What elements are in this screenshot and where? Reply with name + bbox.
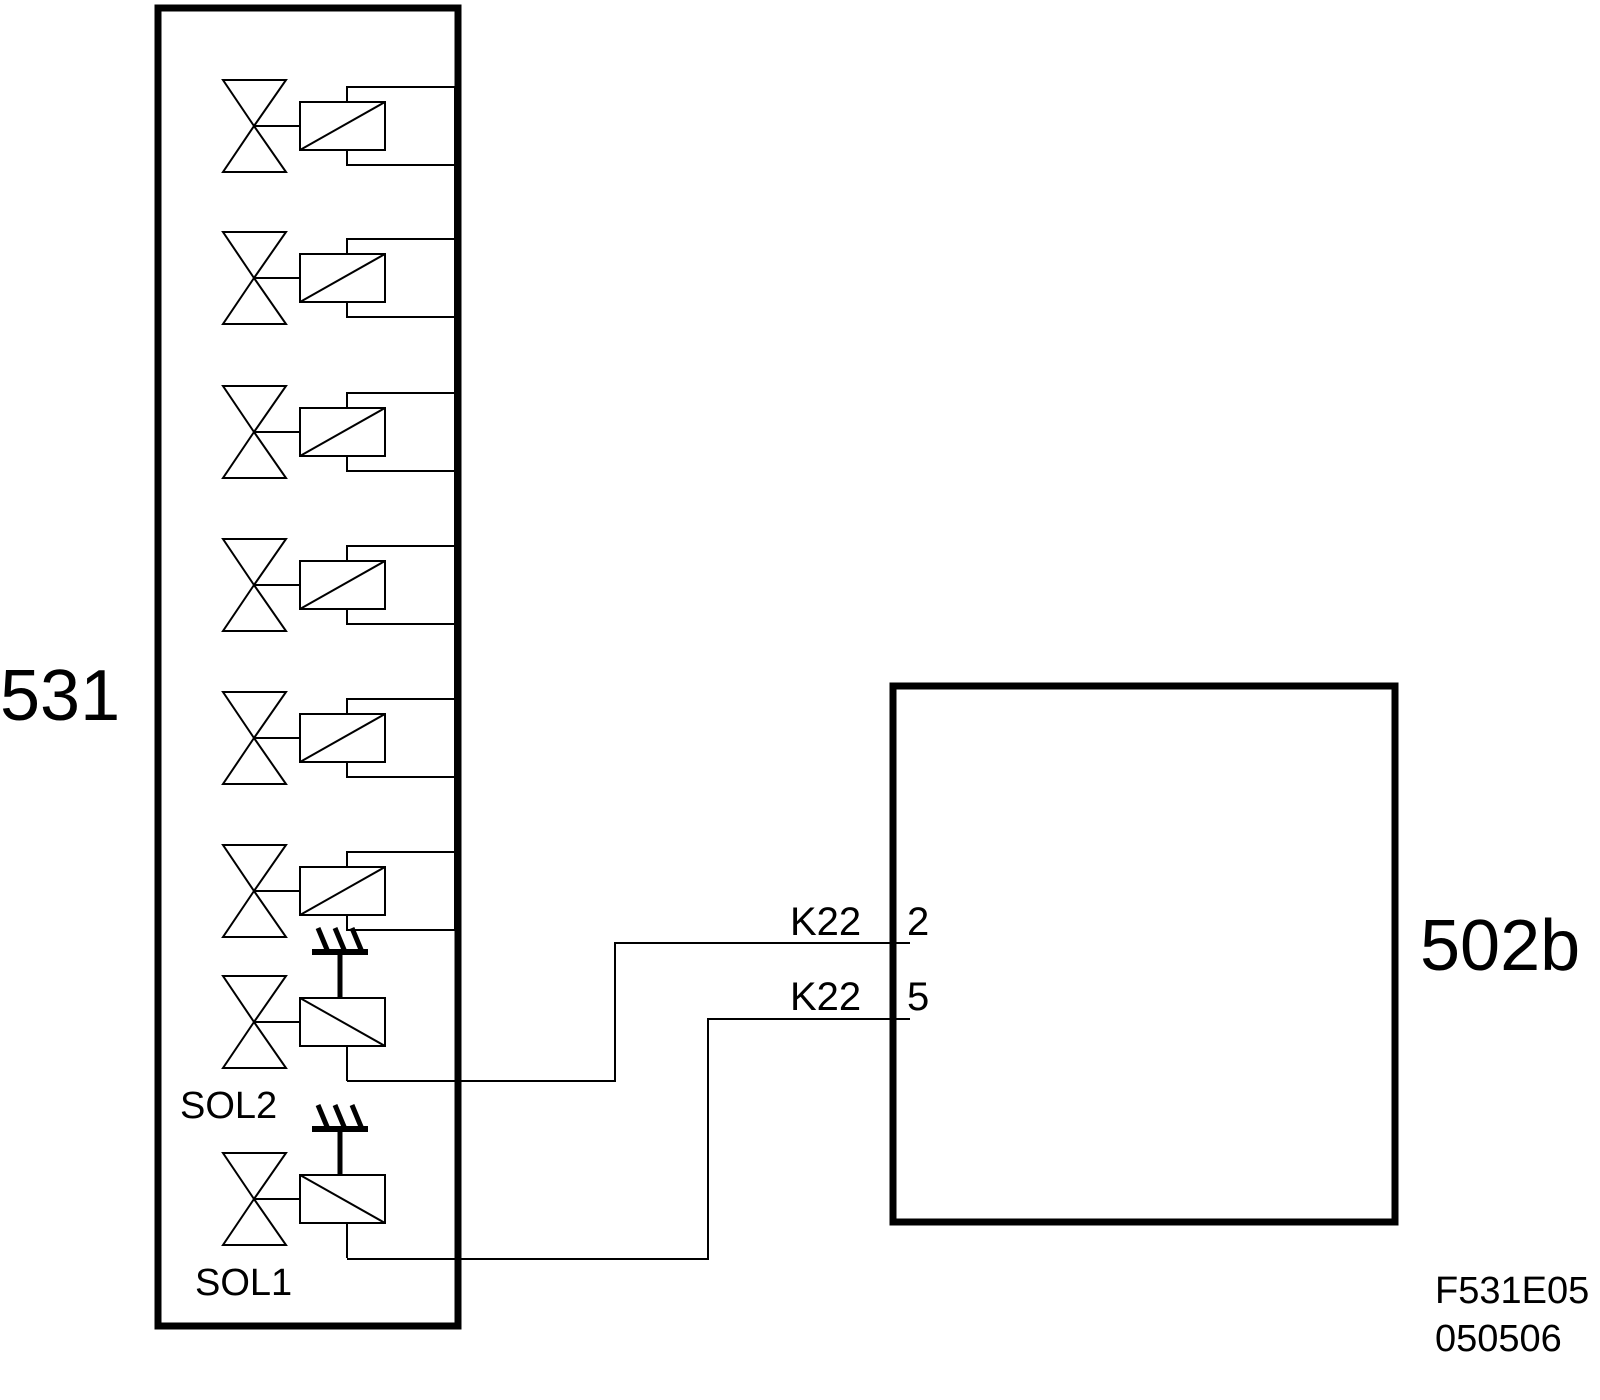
- module-531-housing: [154, 4, 462, 1330]
- solenoid-coil-icon: [299, 866, 386, 916]
- solenoid-valve-6: [221, 844, 455, 938]
- ground-tine-icon: [332, 1104, 348, 1130]
- coil-lead-top: [346, 392, 455, 408]
- solenoid-valve-2: [221, 231, 455, 325]
- coil-lead-bottom: [346, 150, 455, 166]
- module-531-label: 531: [0, 656, 120, 736]
- solenoid-valve-8: [221, 1104, 386, 1258]
- coil-diagonal: [299, 101, 386, 151]
- pin-label-5: 5: [907, 975, 929, 1019]
- figure-code-line1: F531E05: [1435, 1270, 1589, 1312]
- solenoid-valve-3: [221, 385, 455, 479]
- coil-lead-top: [346, 851, 455, 867]
- module-502b-housing: [889, 682, 1399, 1226]
- coil-diagonal: [299, 1174, 386, 1224]
- wire-sol2-k22-pin2: [347, 942, 910, 1082]
- figure-code-line2: 050506: [1435, 1318, 1562, 1360]
- coil-lead-bottom: [346, 609, 455, 625]
- coil-diagonal: [299, 866, 386, 916]
- ground-tine-icon: [332, 927, 348, 953]
- ground-tine-icon: [349, 927, 365, 953]
- solenoid-valve-7: [221, 927, 386, 1081]
- solenoid-valve-1: [221, 79, 455, 173]
- ground-tine-icon: [349, 1104, 365, 1130]
- coil-lead-bottom: [346, 915, 455, 931]
- solenoid-valve-4: [221, 538, 455, 632]
- coil-lead-bottom: [346, 456, 455, 472]
- solenoid-coil-icon: [299, 560, 386, 610]
- module-502b-label: 502b: [1420, 906, 1580, 986]
- coil-lead-top: [346, 86, 455, 102]
- wire-sol1-k22-pin5: [347, 1018, 910, 1260]
- ground-tine-icon: [315, 1104, 331, 1130]
- solenoid-valve-5: [221, 691, 455, 785]
- coil-lead-top: [346, 698, 455, 714]
- solenoid-coil-icon: [299, 253, 386, 303]
- connector-label-k22-b: K22: [790, 975, 861, 1019]
- coil-lead-top: [346, 545, 455, 561]
- pin-label-2: 2: [907, 900, 929, 944]
- coil-lead-bottom: [346, 302, 455, 318]
- solenoid-label-sol1: SOL1: [195, 1262, 292, 1304]
- solenoid-coil-icon: [299, 713, 386, 763]
- coil-lead-bottom: [346, 762, 455, 778]
- coil-diagonal: [299, 997, 386, 1047]
- coil-diagonal: [299, 560, 386, 610]
- solenoid-label-sol2: SOL2: [180, 1085, 277, 1127]
- solenoid-coil-icon: [299, 101, 386, 151]
- coil-diagonal: [299, 253, 386, 303]
- coil-lead-top: [346, 238, 455, 254]
- ground-tine-icon: [315, 927, 331, 953]
- coil-diagonal: [299, 407, 386, 457]
- solenoid-valve-stack: [221, 79, 456, 1258]
- solenoid-coil-icon: [299, 407, 386, 457]
- connector-label-k22-a: K22: [790, 900, 861, 944]
- coil-diagonal: [299, 713, 386, 763]
